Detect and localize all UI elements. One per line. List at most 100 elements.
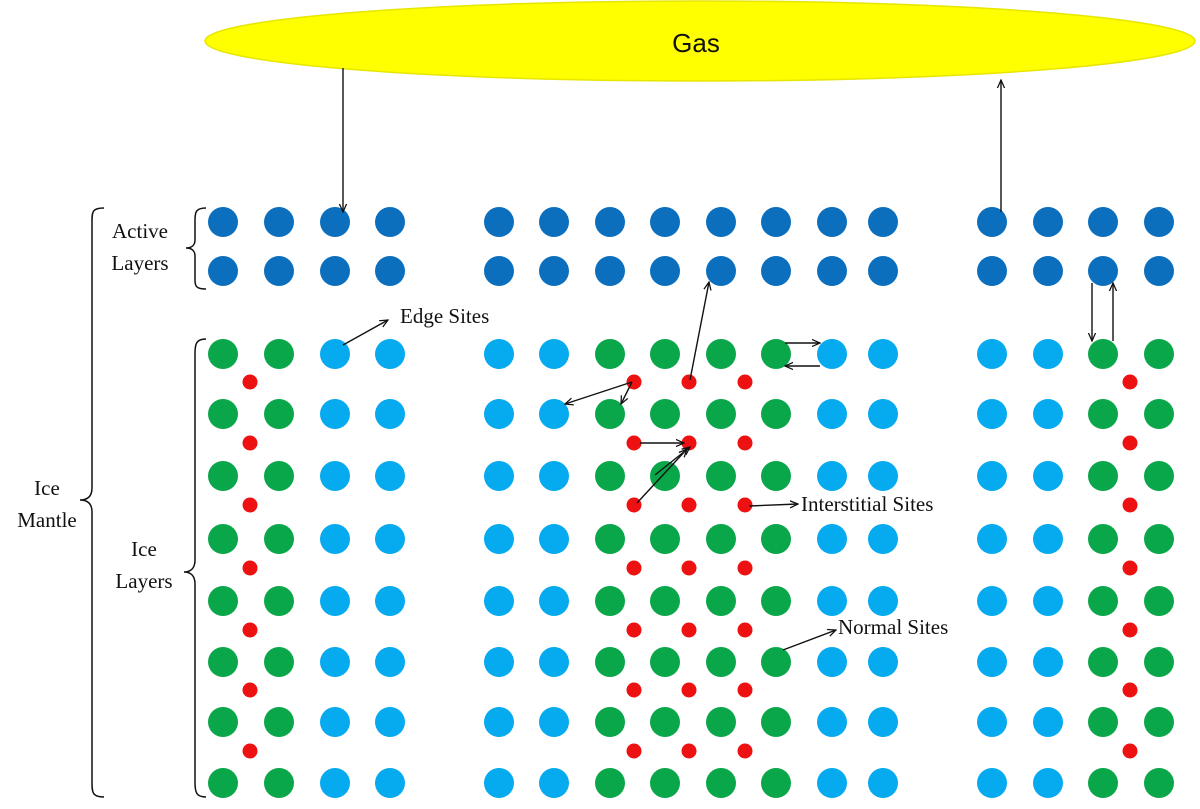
- active-site: [1033, 207, 1063, 237]
- interstitial-site: [681, 743, 697, 759]
- normal-site: [264, 399, 294, 429]
- normal-site: [264, 524, 294, 554]
- normal-site: [264, 339, 294, 369]
- edge-site: [1033, 768, 1063, 798]
- edge-site: [320, 339, 350, 369]
- normal-site: [706, 768, 736, 798]
- active-site: [706, 256, 736, 286]
- active-site: [375, 256, 405, 286]
- edge-site: [1033, 399, 1063, 429]
- active-site: [650, 256, 680, 286]
- edge-site: [484, 768, 514, 798]
- normal-site: [264, 647, 294, 677]
- active-site: [264, 256, 294, 286]
- normal-site: [761, 524, 791, 554]
- normal-site: [208, 647, 238, 677]
- edge-site: [375, 461, 405, 491]
- edge-site: [539, 399, 569, 429]
- normal-site: [595, 707, 625, 737]
- active-site: [539, 256, 569, 286]
- interstitial-site: [242, 682, 258, 698]
- normal-site: [595, 524, 625, 554]
- normal-site: [208, 399, 238, 429]
- interstitial-site: [242, 560, 258, 576]
- edge-site: [539, 461, 569, 491]
- edge-site: [539, 339, 569, 369]
- normal-site: [761, 707, 791, 737]
- active-site: [1088, 207, 1118, 237]
- normal-site: [208, 524, 238, 554]
- edge-site: [484, 707, 514, 737]
- edge-site: [375, 524, 405, 554]
- ice-layers-label-line1: Ice: [131, 537, 157, 561]
- interstitial-sites-pointer-arrow: [748, 504, 798, 506]
- normal-site: [1088, 461, 1118, 491]
- active-site: [1033, 256, 1063, 286]
- active-site: [1088, 256, 1118, 286]
- active-site: [868, 207, 898, 237]
- normal-site: [650, 707, 680, 737]
- normal-site: [650, 586, 680, 616]
- normal-site: [208, 768, 238, 798]
- active-site: [320, 256, 350, 286]
- normal-site: [1088, 524, 1118, 554]
- edge-site: [817, 586, 847, 616]
- normal-site: [706, 461, 736, 491]
- active-site: [761, 256, 791, 286]
- interstitial-site: [737, 374, 753, 390]
- normal-site: [595, 586, 625, 616]
- interstitial-site: [242, 374, 258, 390]
- normal-site: [650, 461, 680, 491]
- interstitial-site: [1122, 497, 1138, 513]
- interstitial-site: [1122, 682, 1138, 698]
- active-site: [817, 207, 847, 237]
- active-site: [484, 256, 514, 286]
- edge-site: [320, 768, 350, 798]
- edge-site: [868, 461, 898, 491]
- edge-site: [817, 768, 847, 798]
- gas-label: Gas: [672, 28, 720, 58]
- normal-site: [595, 339, 625, 369]
- normal-site: [650, 768, 680, 798]
- edge-site: [375, 707, 405, 737]
- interstitial-site: [737, 435, 753, 451]
- active-layers-label-line1: Active: [112, 219, 168, 243]
- normal-site: [761, 586, 791, 616]
- active-site: [1144, 256, 1174, 286]
- gas-phase: [204, 0, 1196, 82]
- normal-site: [208, 339, 238, 369]
- edge-site: [375, 586, 405, 616]
- interstitial-site: [681, 374, 697, 390]
- edge-site: [868, 768, 898, 798]
- normal-site: [1144, 524, 1174, 554]
- edge-site: [320, 399, 350, 429]
- ice-mantle-brace: [79, 207, 105, 798]
- normal-site: [1088, 399, 1118, 429]
- edge-site: [539, 524, 569, 554]
- normal-site: [1088, 768, 1118, 798]
- normal-site: [761, 399, 791, 429]
- edge-site: [539, 586, 569, 616]
- edge-site: [539, 768, 569, 798]
- edge-site: [484, 586, 514, 616]
- normal-sites-pointer-arrow: [782, 630, 836, 651]
- edge-site: [817, 707, 847, 737]
- normal-site: [1144, 339, 1174, 369]
- active-site: [595, 207, 625, 237]
- interstitial-site: [626, 560, 642, 576]
- edge-site: [320, 707, 350, 737]
- edge-site: [1033, 647, 1063, 677]
- active-site: [1144, 207, 1174, 237]
- active-site: [977, 256, 1007, 286]
- interstitial-site: [1122, 435, 1138, 451]
- active-site: [706, 207, 736, 237]
- edge-site: [1033, 461, 1063, 491]
- process-arrows: [343, 68, 1113, 651]
- normal-site: [1088, 647, 1118, 677]
- active-layers-brace: [185, 207, 207, 290]
- edge-site: [977, 461, 1007, 491]
- normal-site: [208, 461, 238, 491]
- interstitial-site: [1122, 374, 1138, 390]
- edge-site: [320, 524, 350, 554]
- interstitial-site: [681, 682, 697, 698]
